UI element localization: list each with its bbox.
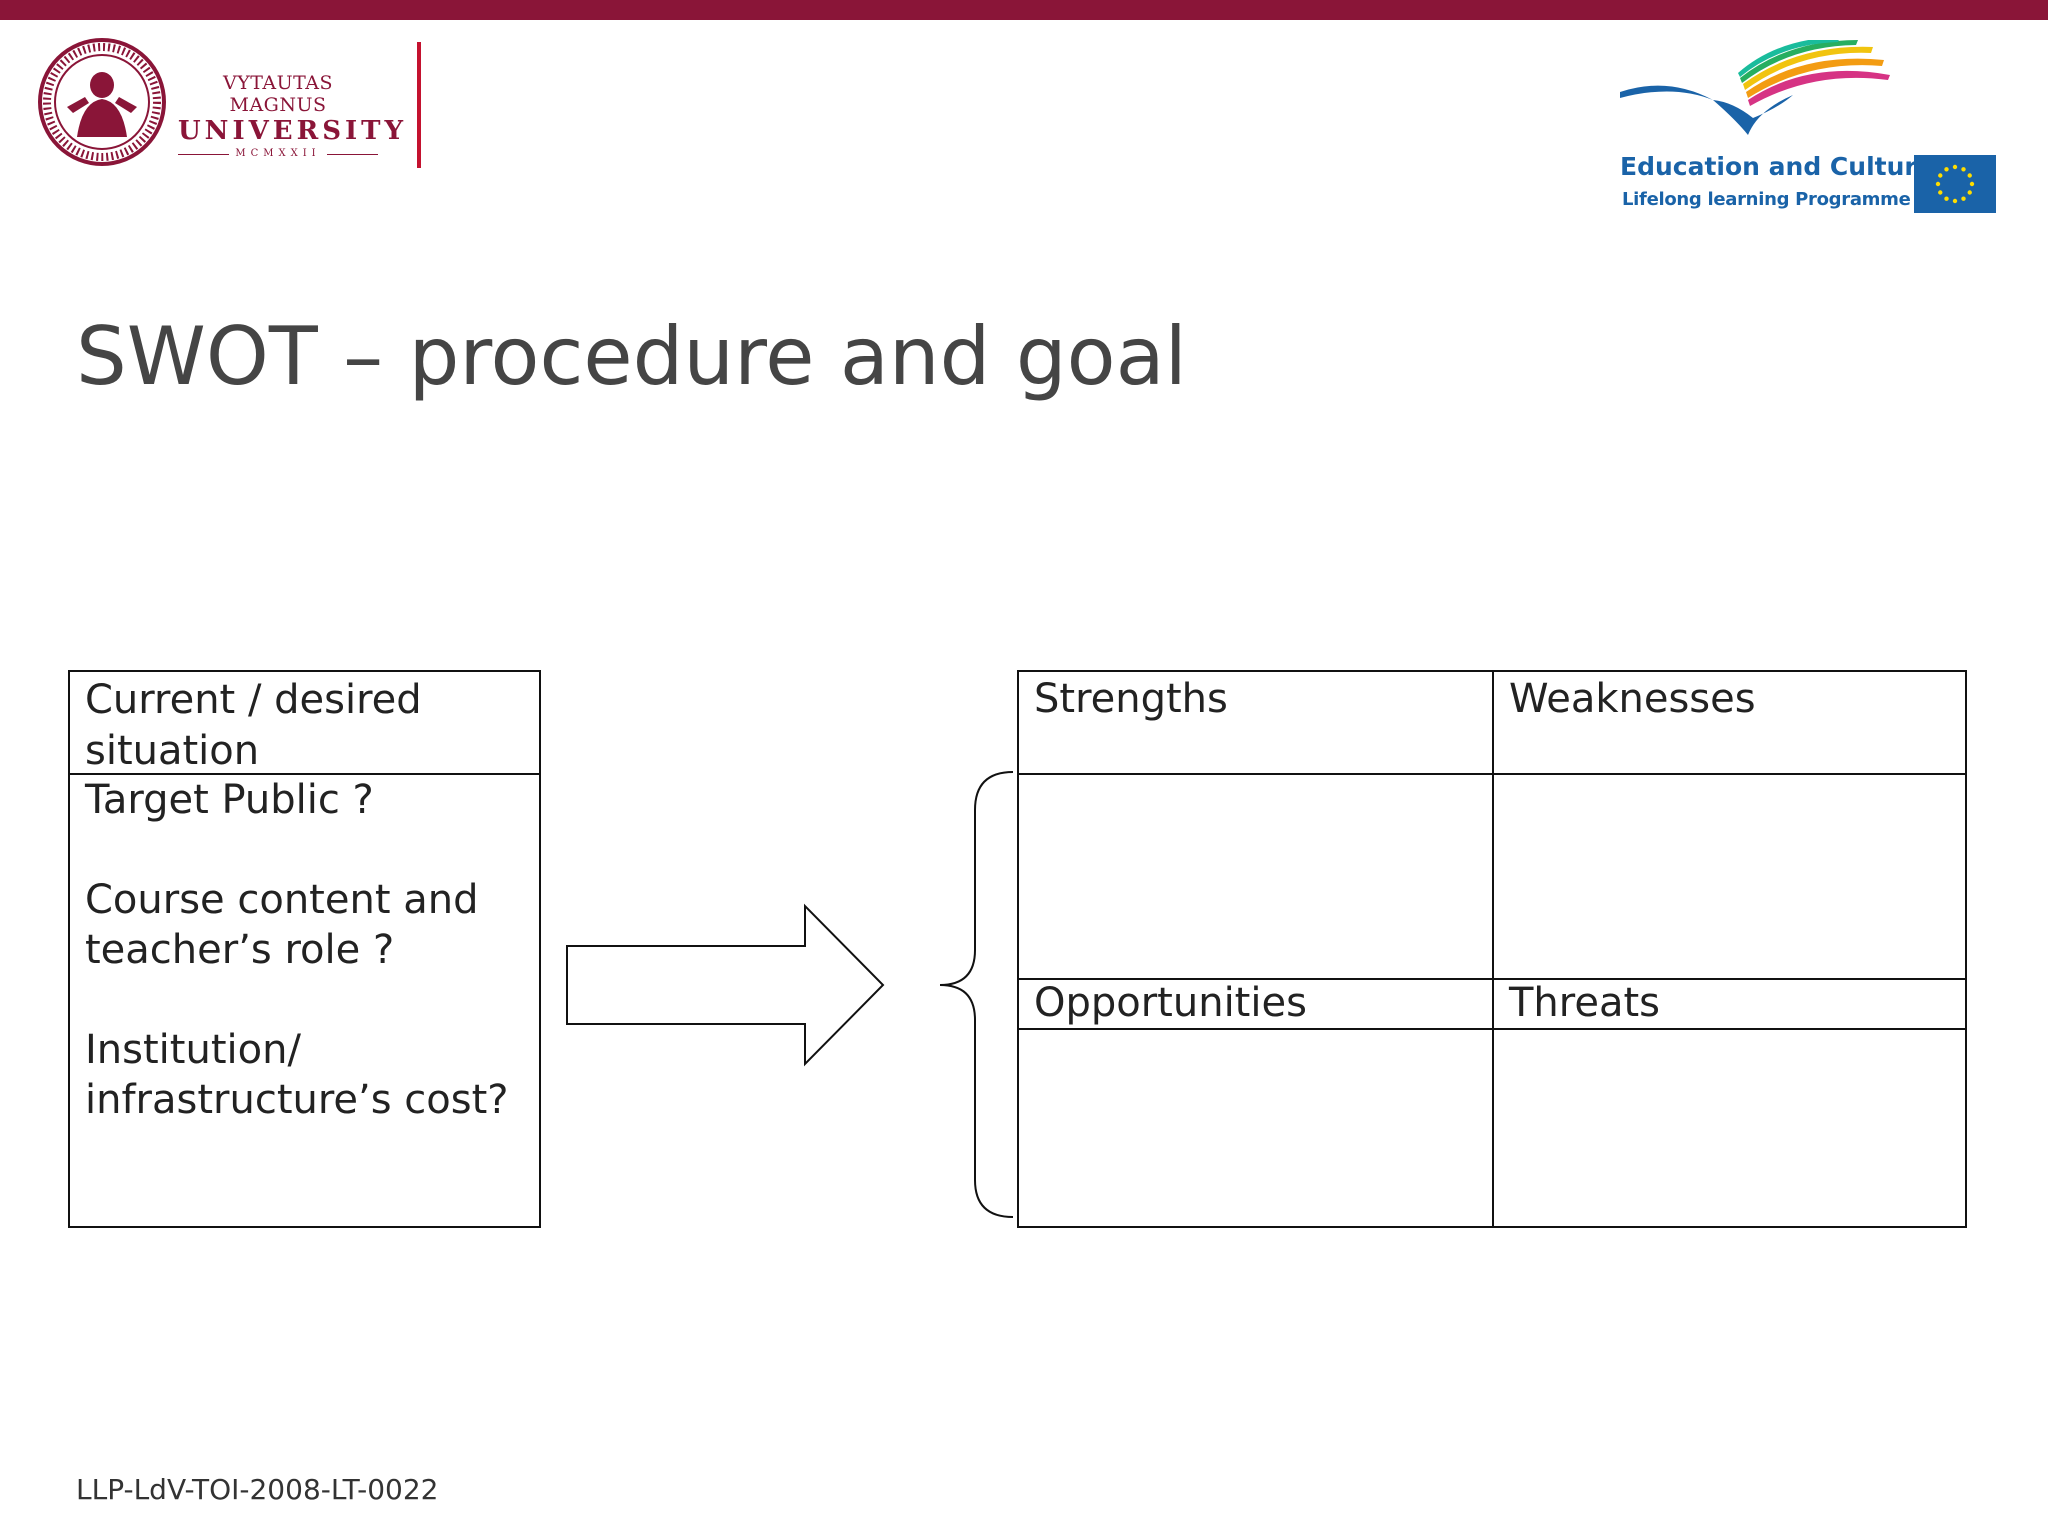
lifelong-learning-swoosh-icon <box>1620 40 1890 135</box>
eu-star-icon <box>1967 173 1972 178</box>
programme-subtitle: Lifelong learning Programme <box>1622 189 1911 210</box>
eu-star-icon <box>1938 190 1943 195</box>
eu-star-icon <box>1961 167 1966 172</box>
question-institution-cost: Institution/ <box>85 1027 301 1073</box>
situation-header-line: Current / desired <box>85 677 422 723</box>
swot-weaknesses-label: Weaknesses <box>1509 676 1756 722</box>
curly-brace-icon <box>939 771 1014 1218</box>
question-course-content-cont: teacher’s role ? <box>85 927 395 973</box>
swot-grid: Strengths Weaknesses Opportunities Threa… <box>1017 670 1967 1228</box>
situation-header-line: situation <box>85 728 260 774</box>
university-name: VYTAUTAS MAGNUS UNIVERSITY MCMXXII <box>178 72 408 162</box>
eu-star-icon <box>1944 196 1949 201</box>
logo-divider <box>417 42 421 168</box>
eu-star-icon <box>1952 198 1958 204</box>
question-institution-cost-cont: infrastructure’s cost? <box>85 1077 509 1123</box>
eu-star-icon <box>1969 181 1975 187</box>
slide-title: SWOT – procedure and goal <box>76 310 1187 403</box>
right-arrow-icon <box>566 903 885 1067</box>
eu-flag-icon <box>1914 155 1996 213</box>
project-code: LLP-LdV-TOI-2008-LT-0022 <box>76 1473 439 1506</box>
university-year-row: MCMXXII <box>178 146 378 162</box>
university-name-line1: VYTAUTAS MAGNUS <box>222 72 333 116</box>
situation-questions: Target Public ? Course content and teach… <box>70 775 539 1125</box>
eu-star-icon <box>1967 190 1972 195</box>
swot-strengths-label: Strengths <box>1034 676 1228 722</box>
eu-star-icon <box>1938 173 1943 178</box>
eu-star-icon <box>1935 181 1941 187</box>
university-seal-icon <box>38 38 166 166</box>
eu-star-icon <box>1961 196 1966 201</box>
question-target-public: Target Public ? <box>85 777 374 823</box>
swot-divider <box>1492 672 1494 1226</box>
eu-star-icon <box>1944 167 1949 172</box>
swot-opportunities-label: Opportunities <box>1034 980 1307 1026</box>
situation-box-header: Current / desired situation <box>70 672 539 775</box>
university-year: MCMXXII <box>235 148 321 159</box>
top-brand-bar <box>0 0 2048 20</box>
swot-threats-label: Threats <box>1509 980 1660 1026</box>
programme-title: Education and Culture <box>1620 152 1934 181</box>
question-course-content: Course content and <box>85 877 479 923</box>
situation-box: Current / desired situation Target Publi… <box>68 670 541 1228</box>
eu-star-icon <box>1952 164 1958 170</box>
university-name-line2: UNIVERSITY <box>178 116 408 146</box>
